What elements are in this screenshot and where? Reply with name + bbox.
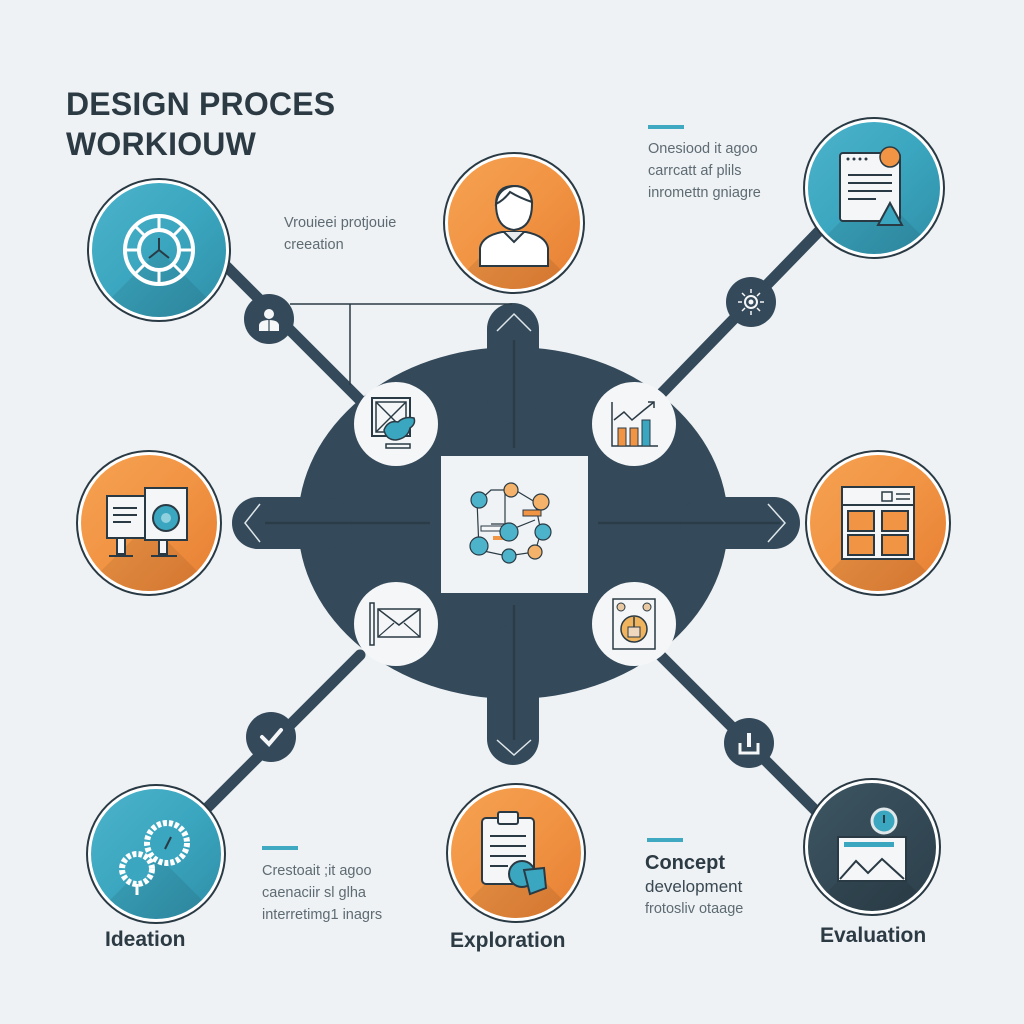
badge-user[interactable]: [244, 294, 294, 344]
user-avatar-icon: [479, 184, 549, 267]
frame-hand-icon: [371, 397, 416, 449]
bar-chart-icon: [611, 401, 658, 447]
hub-center-panel[interactable]: [441, 456, 588, 593]
note-text: inromettn gniagre: [648, 185, 761, 201]
stage-label-exploration: Exploration: [450, 929, 566, 952]
note-bottom-left: Crestoait ;it agoo caenaciir sl glha int…: [262, 860, 382, 926]
envelope-icon: [369, 602, 421, 646]
accent-bar: [262, 846, 298, 850]
network-nodes-icon: [468, 481, 552, 564]
page-title: DESIGN PROCES WORKIOUW: [66, 84, 335, 164]
badge-settings[interactable]: [726, 277, 776, 327]
node-top-left[interactable]: [87, 178, 231, 322]
callout-line: [290, 303, 512, 385]
note-text: carrcatt af plils: [648, 163, 742, 179]
node-top-center[interactable]: [443, 152, 585, 294]
dial-wheel-icon: [123, 214, 195, 286]
note-top-middle: Vrouieei protjouie creeation: [284, 212, 396, 256]
note-text: creeation: [284, 237, 344, 253]
hub-item-chart[interactable]: [592, 382, 676, 466]
hub-item-mail[interactable]: [354, 582, 438, 666]
upload-tray-icon: [738, 733, 760, 755]
layout-grid-icon: [841, 486, 915, 560]
display-boards-icon: [106, 487, 188, 557]
note-text: caenaciir sl glha: [262, 885, 366, 901]
checkmark-icon: [260, 728, 283, 747]
concept-heading: Concept: [645, 852, 725, 874]
accent-bar: [648, 125, 684, 129]
stage-label-ideation: Ideation: [105, 928, 186, 951]
note-text: Onesiood it agoo: [648, 141, 758, 157]
node-middle-left[interactable]: [76, 450, 222, 596]
gears-icon: [119, 820, 190, 895]
title-line-1: DESIGN PROCES: [66, 86, 336, 122]
arrow-up-icon: [496, 312, 532, 332]
node-top-right[interactable]: [803, 117, 945, 259]
speaker-icon: [612, 598, 656, 650]
sun-gear-icon: [738, 289, 764, 315]
hub-item-speaker[interactable]: [592, 582, 676, 666]
image-window-icon: [837, 807, 907, 882]
user-icon: [259, 309, 279, 331]
badge-check[interactable]: [246, 712, 296, 762]
arrow-down-icon: [496, 739, 532, 757]
arrow-right-icon: [767, 503, 787, 543]
document-note-icon: [839, 146, 904, 226]
note-text: interretimg1 inagrs: [262, 907, 383, 923]
stage-label-evaluation: Evaluation: [820, 924, 927, 947]
node-bottom-left[interactable]: [86, 784, 226, 924]
node-bottom-center[interactable]: [446, 783, 586, 923]
hub-item-frame[interactable]: [354, 382, 438, 466]
arrow-left-icon: [244, 503, 261, 543]
note-top-right: Onesiood it agoo carrcatt af plils inrom…: [648, 138, 761, 204]
accent-bar: [647, 838, 683, 842]
development-subheading: development: [645, 877, 743, 896]
clipboard-icon: [481, 811, 548, 896]
title-line-2: WORKIOUW: [66, 126, 257, 162]
note-bottom-right: Concept development frotosliv otaage: [645, 850, 743, 920]
note-text: frotosliv otaage: [645, 901, 744, 917]
badge-upload[interactable]: [724, 718, 774, 768]
note-text: Crestoait ;it agoo: [262, 863, 372, 879]
node-bottom-right[interactable]: [803, 778, 941, 916]
node-middle-right[interactable]: [805, 450, 951, 596]
note-text: Vrouieei protjouie: [284, 215, 397, 231]
